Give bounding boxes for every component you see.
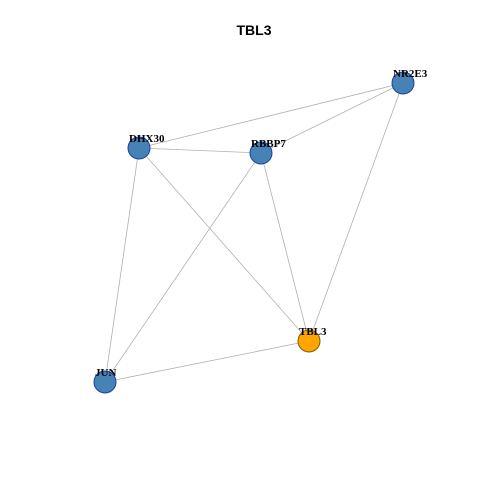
edge-nr2e3-tbl3 (308, 82, 404, 342)
node-label-nr2e3: NR2E3 (393, 68, 428, 80)
node-label-rbbp7: RBBP7 (251, 138, 286, 150)
edges-layer (104, 82, 404, 383)
node-label-tbl3: TBL3 (299, 326, 327, 338)
node-nr2e3[interactable] (391, 71, 415, 95)
node-label-dhx30: DHX30 (129, 133, 165, 145)
edge-tbl3-jun (104, 340, 310, 383)
edge-rbbp7-tbl3 (260, 152, 310, 342)
edge-nr2e3-rbbp7 (260, 82, 404, 154)
edge-rbbp7-jun (104, 152, 262, 383)
edge-dhx30-rbbp7 (138, 147, 262, 154)
node-tbl3[interactable] (297, 329, 321, 353)
node-dhx30[interactable] (127, 136, 151, 160)
graph-title: TBL3 (237, 22, 272, 38)
node-jun[interactable] (93, 370, 117, 394)
nodes-layer (93, 71, 415, 394)
edge-dhx30-jun (104, 147, 140, 383)
node-label-jun: JUN (95, 367, 116, 379)
node-rbbp7[interactable] (249, 141, 273, 165)
edge-dhx30-tbl3 (138, 147, 310, 342)
edge-nr2e3-dhx30 (138, 82, 404, 149)
